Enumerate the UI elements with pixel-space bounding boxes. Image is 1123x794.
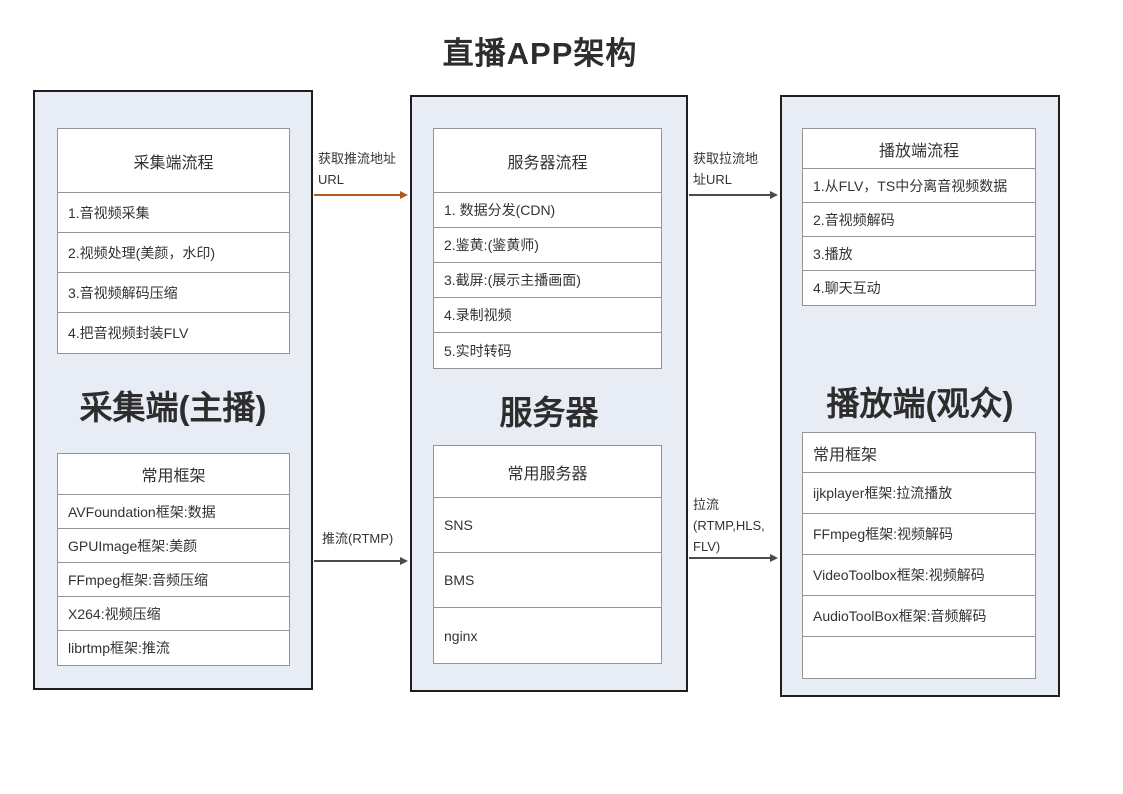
pull-arrow-label: 拉流 (RTMP,HLS, FLV) [693,494,765,557]
capture-framework-item: AVFoundation框架:数据 [58,495,289,529]
player-framework-item: AudioToolBox框架:音频解码 [803,596,1035,637]
server-panel-label: 服务器 [499,394,599,431]
arrowhead-right-icon [400,190,408,199]
server-flow-item: 1. 数据分发(CDN) [434,193,661,228]
push-url-arrow [314,190,408,199]
capture-flow-item: 2.视频处理(美颜，水印) [58,233,289,273]
page-title: 直播APP架构 [442,36,638,71]
player-framework-item: FFmpeg框架:视频解码 [803,514,1035,555]
arrowhead-right-icon [770,553,778,562]
capture-flow-item: 4.把音视频封装FLV [68,325,189,341]
player-frameworks-box: 常用框架 ijkplayer框架:拉流播放 FFmpeg框架:视频解码 Vide… [802,432,1036,679]
player-flow-item: 2.音视频解码 [803,203,1035,237]
player-framework-item: ijkplayer框架:拉流播放 [803,473,1035,514]
arrow-label-line: 址URL [693,172,733,187]
capture-flow-header: 采集端流程 [58,129,289,193]
push-arrow-label: 推流(RTMP) [322,528,393,549]
player-flow-header: 播放端流程 [803,129,1035,169]
capture-framework-item: librtmp框架:推流 [68,640,170,656]
server-flow-box: 服务器流程 1. 数据分发(CDN) 2.鉴黄:(鉴黄师) 3.截屏:(展示主播… [433,128,662,369]
player-frameworks-header: 常用框架 [803,433,1035,473]
server-common-box: 常用服务器 SNS BMS nginx [433,445,662,664]
server-item: SNS [434,498,661,553]
push-arrow [314,556,408,565]
capture-flow-item: 1.音视频采集 [58,193,289,233]
pull-url-arrow [689,190,778,199]
pull-url-arrow-label: 获取拉流地 址URL [693,148,758,190]
pull-arrow [689,553,778,562]
player-flow-item: 3.播放 [803,237,1035,271]
server-flow-item: 3.截屏:(展示主播画面) [434,263,661,298]
capture-panel-label: 采集端(主播) [79,389,267,426]
server-common-header: 常用服务器 [434,446,661,498]
arrow-label-line: 拉流 [693,497,720,512]
capture-flow-box: 采集端流程 1.音视频采集 2.视频处理(美颜，水印) 3.音视频解码压缩 4.… [57,128,290,354]
capture-framework-item: X264:视频压缩 [58,597,289,631]
player-framework-item: VideoToolbox框架:视频解码 [803,555,1035,596]
player-panel-label: 播放端(观众) [826,385,1014,422]
arrowhead-right-icon [400,556,408,565]
server-flow-item: 5.实时转码 [444,342,512,359]
arrow-label-line: 推流(RTMP) [322,531,394,546]
capture-framework-item: FFmpeg框架:音频压缩 [58,563,289,597]
arrow-label-line: 获取推流地址 [318,151,397,166]
server-flow-item: 4.录制视频 [434,298,661,333]
player-flow-item: 4.聊天互动 [813,280,881,296]
arrow-label-line: (RTMP,HLS, [693,518,765,533]
arrowhead-right-icon [770,190,778,199]
server-flow-item: 2.鉴黄:(鉴黄师) [434,228,661,263]
arrow-label-line: FLV) [693,539,721,554]
player-framework-item [803,637,1035,678]
arrow-label-line: URL [318,172,345,187]
push-url-arrow-label: 获取推流地址 URL [318,148,396,190]
server-flow-header: 服务器流程 [434,129,661,193]
capture-framework-item: GPUImage框架:美颜 [58,529,289,563]
capture-frameworks-header: 常用框架 [58,454,289,495]
capture-flow-item: 3.音视频解码压缩 [58,273,289,313]
capture-frameworks-box: 常用框架 AVFoundation框架:数据 GPUImage框架:美颜 FFm… [57,453,290,666]
server-item: nginx [444,627,478,644]
server-item: BMS [434,553,661,608]
player-flow-item: 1.从FLV，TS中分离音视频数据 [803,169,1035,203]
arrow-label-line: 获取拉流地 [693,151,759,166]
player-flow-box: 播放端流程 1.从FLV，TS中分离音视频数据 2.音视频解码 3.播放 4.聊… [802,128,1036,306]
